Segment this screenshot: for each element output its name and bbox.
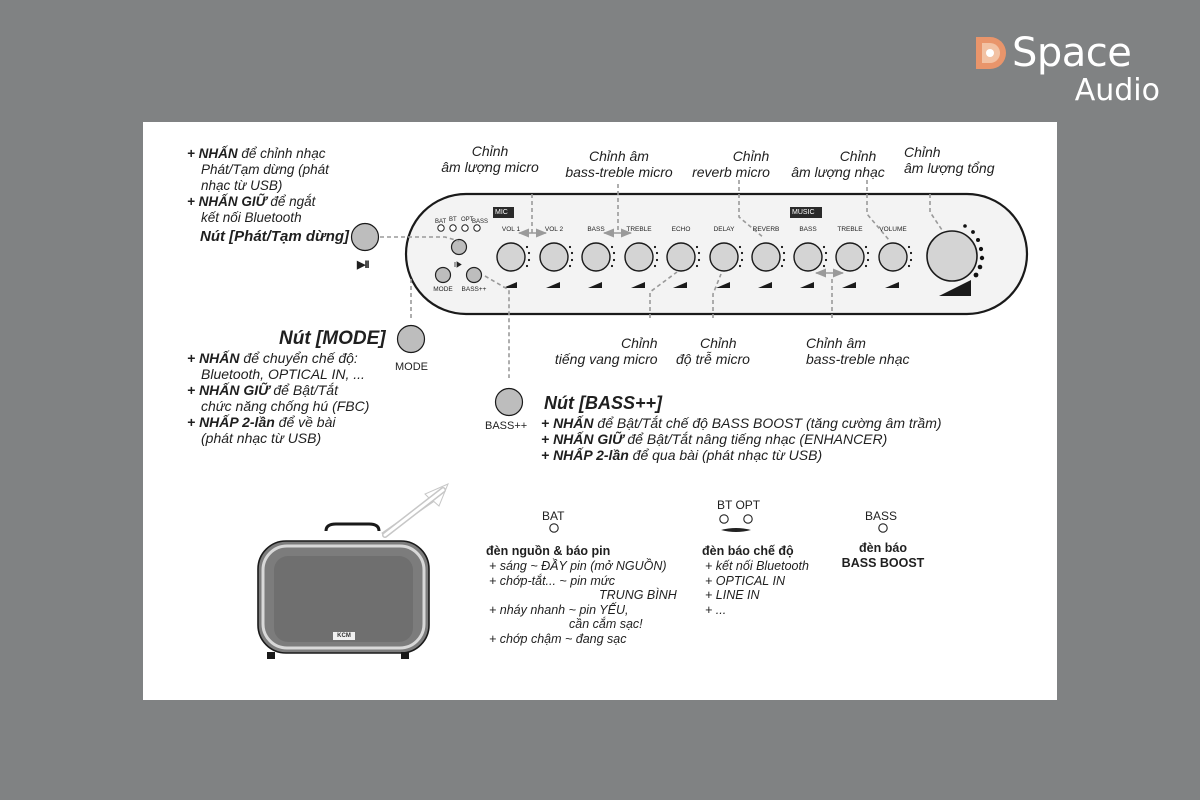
mic-tag: MIC [495,209,508,216]
bass-led [878,523,888,533]
knob-group [496,242,908,272]
bat-led-label: BAT [542,509,565,523]
knob-label-bass-music: BASS [799,226,817,233]
bass-led-label: BASS [865,509,898,523]
mode-description: + NHẤN để chuyển chế độ: Bluetooth, OPTI… [187,350,370,446]
play-pause-title: Nút [Phát/Tạm dừng] [200,228,350,245]
play-pause-icon: ▶II [357,259,370,271]
opt-led [743,514,753,524]
knob-label-bass-mic: BASS [587,226,605,233]
knob-label-treble-mic: TREBLE [626,226,652,233]
panel-label-mode: MODE [433,286,453,293]
knob-label-echo: ECHO [671,226,691,233]
speaker-illustration [257,522,430,659]
bass-led-title: đèn báo BASS BOOST [841,541,925,570]
mode-led-title: đèn báo chế độ [702,544,794,558]
mode-title: Nút [MODE] [279,328,386,349]
panel-label-bass: BASS [472,219,489,225]
knob-label-vol2: VOL 2 [544,226,564,233]
panel-mode-button [434,266,452,284]
bass-plus-description: + NHẤN để Bật/Tắt chế độ BASS BOOST (tăn… [541,415,942,463]
mode-button [396,324,426,354]
bt-led [719,514,729,524]
bass-plus-caption: BASS++ [485,420,528,432]
panel-indicator-leds [437,224,481,232]
logo-mark-icon [972,34,1010,72]
panel-label-bat: BAT [435,219,447,225]
bat-led [549,523,559,533]
panel-label-bass-plus: BASS++ [461,286,487,293]
panel-drawing [257,180,1029,659]
panel-label-opt: OPT [461,217,474,223]
master-volume-knob [926,230,978,282]
knob-label-volume: VOLUME [879,226,907,233]
speaker-badge: KCM [337,633,351,639]
mode-led-description: + kết nối Bluetooth + OPTICAL IN + LINE … [705,559,809,617]
brand-logo: Space Audio [972,30,1162,110]
knob-label-delay: DELAY [713,226,735,233]
manual-panel: BAT BT OPT BASS MIC MUSIC VOL 1 VOL 2 BA… [143,122,1057,700]
panel-label-bt: BT [449,217,457,223]
knob-label-treble-music: TREBLE [837,226,863,233]
play-pause-button [350,222,380,252]
bat-led-description: + sáng ~ ĐẦY pin (mở NGUỒN) + chớp-tắt..… [489,559,677,646]
panel-play-pause-button [450,238,468,256]
logo-text-space: Space [1012,30,1132,76]
play-pause-description: + NHẤN để chỉnh nhạc Phát/Tạm dừng (phát… [187,146,329,225]
knob-label-reverb: REVERB [752,226,780,233]
bass-plus-button [494,387,524,417]
mode-led-label: BT OPT [717,498,761,512]
knob-label-vol1: VOL 1 [501,226,521,233]
panel-bass-button [465,266,483,284]
bat-led-title: đèn nguồn & báo pin [486,544,611,558]
music-tag: MUSIC [792,209,815,216]
logo-text-audio: Audio [1074,73,1160,108]
bass-plus-title: Nút [BASS++] [544,393,663,413]
mode-caption: MODE [395,361,428,373]
